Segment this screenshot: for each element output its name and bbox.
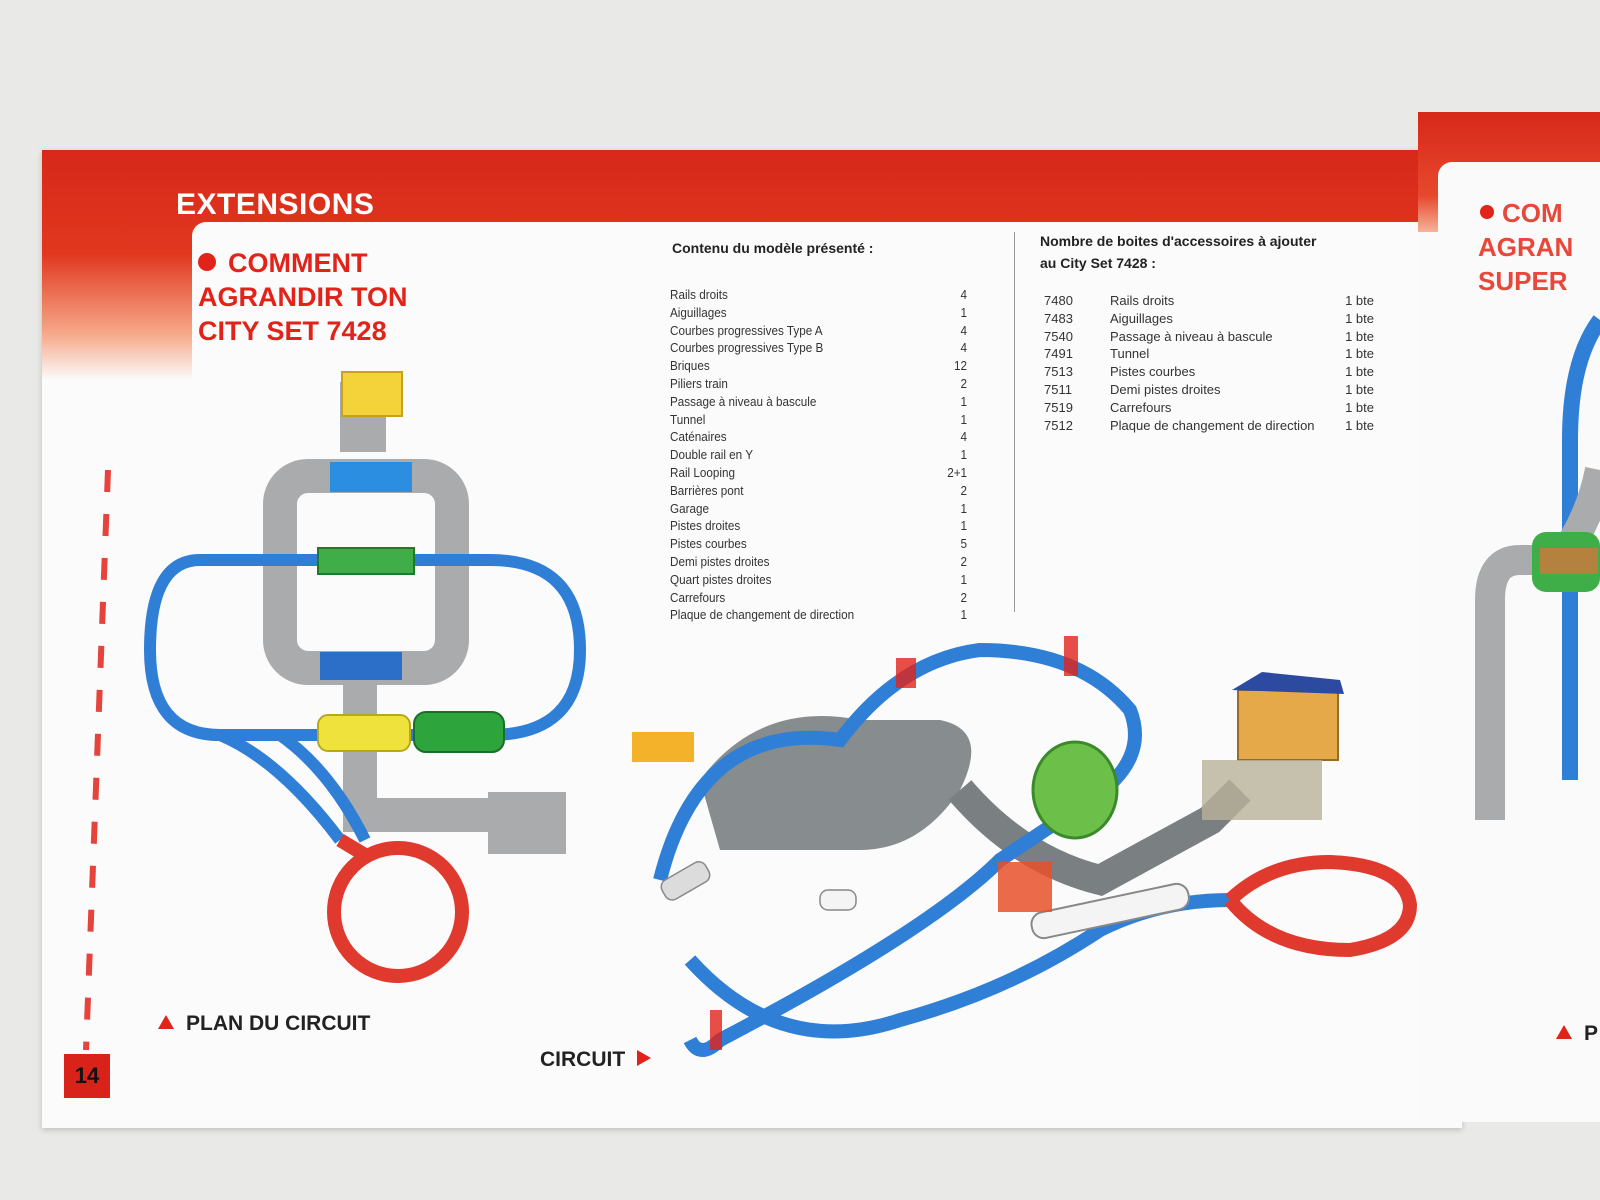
triangle-up-icon — [158, 1015, 174, 1030]
page-number: 14 — [64, 1054, 110, 1098]
bullet-dot-icon — [1480, 205, 1494, 220]
circuit-label: CIRCUIT — [540, 1048, 652, 1072]
right-page-heading-line2: AGRAN — [1478, 232, 1574, 262]
right-page-heading-line3: SUPER — [1478, 266, 1568, 296]
right-content-panel — [1438, 162, 1600, 1122]
how-to-line2: AGRANDIR TON — [198, 282, 408, 312]
triangle-right-icon — [637, 1050, 652, 1067]
how-to-line1: COMMENT — [228, 248, 368, 278]
right-page-heading-line1: COM — [1480, 198, 1563, 228]
section-title: EXTENSIONS — [176, 188, 375, 221]
brochure-page-right — [1418, 112, 1600, 1122]
how-to-heading: COMMENT AGRANDIR TON CITY SET 7428 — [198, 246, 408, 348]
right-page-plan-label: P — [1556, 1022, 1598, 1046]
triangle-up-icon — [1556, 1025, 1572, 1040]
how-to-line3: CITY SET 7428 — [198, 316, 387, 346]
column-divider — [1014, 232, 1015, 612]
bullet-dot-icon — [198, 252, 216, 271]
accessories-title: Nombre de boites d'accessoires à ajouter… — [1040, 233, 1317, 271]
contents-title: Contenu du modèle présenté : — [672, 240, 874, 256]
plan-label: PLAN DU CIRCUIT — [158, 1012, 370, 1036]
